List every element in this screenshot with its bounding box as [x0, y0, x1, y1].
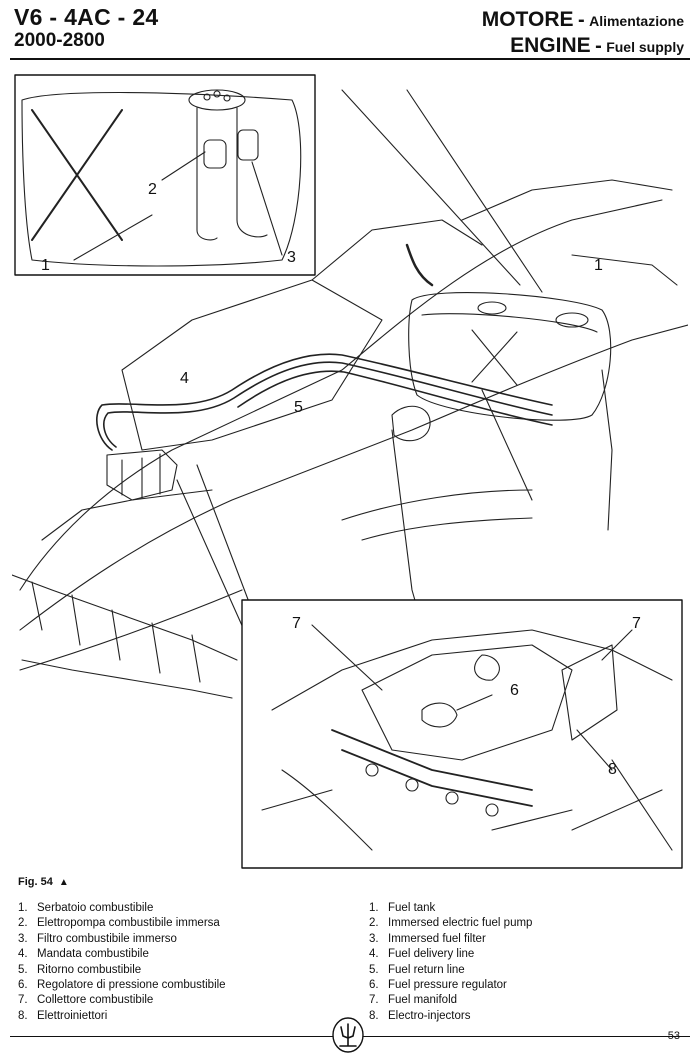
- legend-item: 8. Elettroiniettori: [18, 1009, 226, 1024]
- header-rule: [10, 58, 690, 60]
- legend-number: 6.: [369, 979, 379, 992]
- callout-manifold-left: 7: [292, 615, 301, 632]
- legend-number: 4.: [18, 948, 28, 961]
- fuel-tank-drawing: [405, 243, 612, 421]
- leader-line: [176, 479, 245, 631]
- legend-item: 6. Regolatore di pressione combustibile: [18, 978, 226, 993]
- legend-text: Elettropompa combustibile immersa: [37, 917, 220, 930]
- document-header-right: MOTORE - Alimentazione ENGINE - Fuel sup…: [482, 8, 684, 60]
- legend-item: 1. Serbatoio combustibile: [18, 901, 226, 916]
- figure-callouts: 2 1 3 1 4 5 7 6 7 8: [41, 181, 641, 778]
- legend-text: Collettore combustibile: [37, 994, 154, 1007]
- legend-italian: 1. Serbatoio combustibile 2. Elettropompa …: [18, 901, 226, 1024]
- callout-tank-pump: 2: [148, 181, 157, 198]
- legend-item: 3. Immersed fuel filter: [369, 932, 532, 947]
- title-italian-sub: Alimentazione: [589, 13, 684, 29]
- title-separator: -: [577, 9, 585, 31]
- legend-number: 4.: [369, 948, 379, 961]
- tank-detail-inset: [14, 74, 316, 276]
- title-english: ENGINE - Fuel supply: [482, 34, 684, 60]
- legend-number: 7.: [18, 994, 28, 1007]
- legend-text: Regolatore di pressione combustibile: [37, 979, 226, 992]
- legend-number: 5.: [369, 963, 379, 976]
- callout-tank-car: 1: [594, 257, 603, 274]
- fuel-lines-drawing: [96, 353, 553, 451]
- leader-line: [341, 89, 521, 286]
- callout-filter: 3: [287, 249, 296, 266]
- legend-item: 7. Collettore combustibile: [18, 993, 226, 1008]
- legend-item: 3. Filtro combustibile immerso: [18, 932, 226, 947]
- leader-line: [196, 464, 253, 611]
- title-italian-main: MOTORE: [481, 8, 574, 31]
- legend-number: 1.: [18, 902, 28, 914]
- callout-injectors: 8: [608, 761, 617, 778]
- car-outline-drawing: [12, 179, 688, 699]
- legend-number: 5.: [18, 963, 28, 976]
- engine-detail-inset: [241, 599, 683, 869]
- legend-item: 2. Elettropompa combustibile immersa: [18, 916, 226, 931]
- legend-text: Fuel delivery line: [388, 948, 475, 961]
- legend-number: 3.: [369, 932, 379, 945]
- legend-number: 6.: [18, 979, 28, 992]
- up-arrow-icon: ▲: [58, 877, 69, 888]
- legend-number: 8.: [18, 1009, 28, 1022]
- legend-item: 6. Fuel pressure regulator: [369, 978, 532, 993]
- legend-text: Filtro combustibile immerso: [37, 932, 177, 945]
- legend-number: 8.: [369, 1009, 379, 1022]
- legend-number: 7.: [369, 994, 379, 1007]
- figure-number: Fig. 54: [18, 876, 53, 888]
- callout-tank-inset: 1: [41, 257, 50, 274]
- legend-item: 4. Fuel delivery line: [369, 947, 532, 962]
- title-separator: -: [595, 35, 602, 57]
- document-header-left: V6 - 4AC - 24 2000-2800: [14, 4, 159, 52]
- legend-text: Fuel return line: [388, 963, 465, 976]
- legend-item: 1. Fuel tank: [369, 901, 532, 916]
- model-years: 2000-2800: [14, 30, 105, 51]
- legend-number: 1.: [369, 902, 379, 914]
- model-code: V6 - 4AC - 24: [14, 4, 159, 30]
- title-english-main: ENGINE: [510, 34, 591, 57]
- leader-line: [406, 89, 543, 293]
- legend-item: 5. Ritorno combustibile: [18, 963, 226, 978]
- title-italian: MOTORE - Alimentazione: [482, 8, 684, 34]
- legend-text: Electro-injectors: [388, 1009, 471, 1022]
- legend-item: 4. Mandata combustibile: [18, 947, 226, 962]
- figure-label: Fig. 54 ▲: [18, 876, 69, 888]
- legend-item: 5. Fuel return line: [369, 963, 532, 978]
- callout-delivery-line: 4: [180, 370, 189, 387]
- legend-text: Immersed fuel filter: [388, 932, 486, 945]
- legend-item: 2. Immersed electric fuel pump: [369, 916, 532, 931]
- fuel-system-illustration: 2 1 3 1 4 5 7 6 7 8: [12, 74, 688, 869]
- page-number: 53: [667, 1030, 680, 1042]
- callout-manifold-right: 7: [632, 615, 641, 632]
- engine-bay-filter-drawing: [106, 449, 178, 501]
- legend-number: 3.: [18, 932, 28, 945]
- side-mirror-drawing: [391, 405, 431, 442]
- legend-text: Immersed electric fuel pump: [388, 917, 533, 930]
- legend-number: 2.: [369, 917, 379, 930]
- legend-english: 1. Fuel tank 2. Immersed electric fuel pum…: [369, 901, 532, 1024]
- legend-text: Fuel pressure regulator: [388, 979, 507, 992]
- title-english-sub: Fuel supply: [606, 39, 684, 55]
- legend-number: 2.: [18, 917, 28, 930]
- legend-item: 7. Fuel manifold: [369, 993, 532, 1008]
- legend-item: 8. Electro-injectors: [369, 1009, 532, 1024]
- legend-text: Mandata combustibile: [37, 948, 149, 961]
- legend-text: Ritorno combustibile: [37, 963, 142, 976]
- legend-text: Fuel tank: [388, 902, 436, 914]
- legend-text: Fuel manifold: [388, 994, 458, 1007]
- trident-logo-icon: [332, 1017, 364, 1053]
- callout-return-line: 5: [294, 399, 303, 416]
- legend-text: Serbatoio combustibile: [37, 902, 154, 914]
- callout-pressure-regulator: 6: [510, 682, 519, 699]
- legend-text: Elettroiniettori: [37, 1009, 108, 1022]
